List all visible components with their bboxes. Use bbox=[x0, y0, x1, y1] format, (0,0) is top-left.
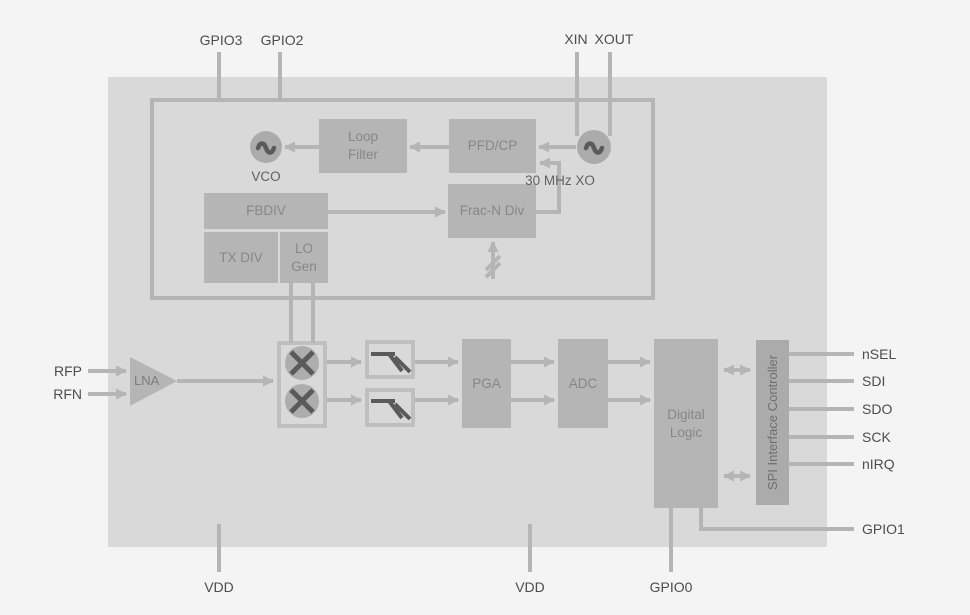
pin-label-rfp: RFP bbox=[54, 363, 82, 379]
block-tx-div: TX DIV bbox=[204, 232, 278, 283]
pin-label-vdd-mid: VDD bbox=[515, 579, 545, 595]
lna-label: LNA bbox=[134, 373, 160, 388]
pin-label-gpio0: GPIO0 bbox=[649, 579, 693, 595]
pin-label-nsel: nSEL bbox=[862, 346, 897, 362]
pin-label-gpio3: GPIO3 bbox=[199, 32, 243, 48]
block-label: Digital Logic bbox=[667, 406, 705, 440]
block-digital-logic: Digital Logic bbox=[654, 339, 718, 508]
pll-enclosure-box bbox=[150, 98, 655, 300]
block-loop-filter: Loop Filter bbox=[319, 119, 407, 173]
block-label: PFD/CP bbox=[467, 138, 518, 153]
pin-label-sdo: SDO bbox=[862, 401, 893, 417]
mixer-i-circle bbox=[285, 346, 319, 380]
block-label: Loop Filter bbox=[347, 129, 379, 162]
pin-label-vdd-left: VDD bbox=[204, 579, 234, 595]
pin-label-nirq: nIRQ bbox=[862, 456, 895, 472]
block-pfd-cp: PFD/CP bbox=[449, 119, 536, 173]
spi-label-wrap: SPI Interface Controller bbox=[756, 340, 789, 505]
block-pga: PGA bbox=[462, 339, 511, 428]
block-label: LO Gen bbox=[291, 240, 317, 274]
pin-label-xout: XOUT bbox=[594, 31, 634, 47]
block-adc: ADC bbox=[558, 339, 608, 428]
pin-label-gpio1: GPIO1 bbox=[862, 521, 905, 537]
vco-circle bbox=[250, 131, 282, 163]
mixer-q-circle bbox=[285, 384, 319, 418]
filter-i-box bbox=[365, 340, 415, 379]
xo-label: 30 MHz XO bbox=[525, 173, 595, 188]
xo-circle bbox=[577, 130, 611, 164]
vco-label: VCO bbox=[251, 169, 281, 184]
block-label: TX DIV bbox=[219, 249, 263, 265]
pin-label-xin: XIN bbox=[564, 31, 588, 47]
block-label: FBDIV bbox=[246, 203, 286, 218]
mixer-enclosure-box bbox=[277, 341, 327, 428]
pin-label-sck: SCK bbox=[862, 429, 891, 445]
block-lo-gen: LO Gen bbox=[280, 232, 328, 283]
pin-label-sdi: SDI bbox=[862, 373, 886, 389]
block-spi-interface-controller bbox=[756, 340, 789, 505]
block-fbdiv: FBDIV bbox=[204, 193, 328, 229]
block-label: Frac-N Div bbox=[459, 203, 525, 218]
pin-label-gpio2: GPIO2 bbox=[260, 32, 304, 48]
pin-label-rfn: RFN bbox=[53, 386, 82, 402]
block-frac-n-div: Frac-N Div bbox=[448, 184, 536, 238]
block-label: PGA bbox=[472, 375, 501, 391]
block-label: ADC bbox=[568, 375, 598, 391]
filter-q-box bbox=[365, 388, 415, 427]
block-label: SPI Interface Controller bbox=[765, 354, 780, 491]
